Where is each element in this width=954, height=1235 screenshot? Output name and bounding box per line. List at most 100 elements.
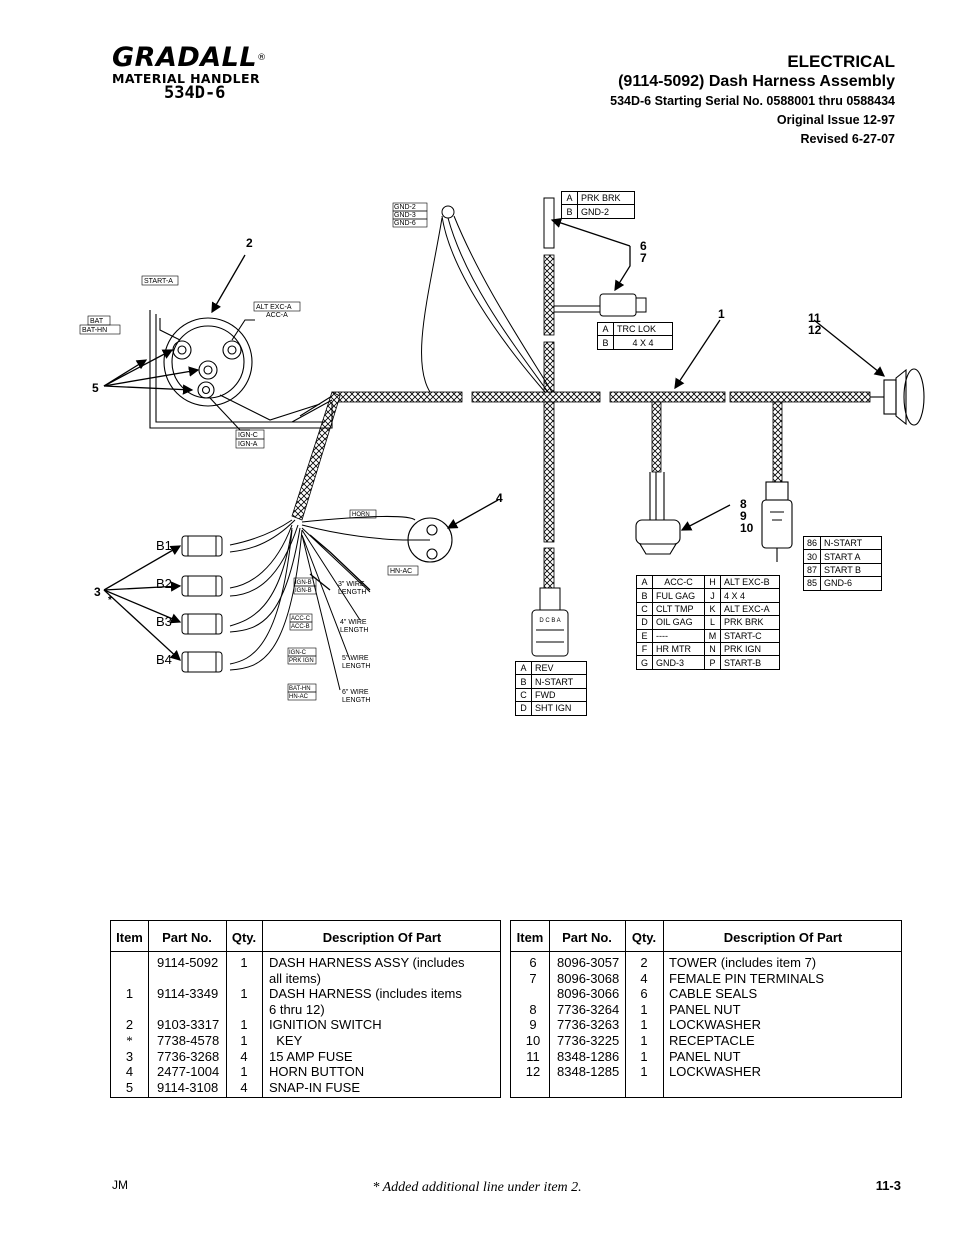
fuse-b2-label: B2	[156, 576, 172, 591]
page-header: ELECTRICAL (9114-5092) Dash Harness Asse…	[610, 52, 895, 149]
desc-cell: RECEPTACLE	[669, 1032, 755, 1048]
prk-ign-label: PRK IGN	[289, 658, 314, 664]
qty-cell: 1	[640, 1064, 648, 1080]
connector-pins-label: D C B A	[539, 618, 560, 624]
desc-cell: KEY	[269, 1032, 303, 1048]
callout-2: 2	[246, 236, 253, 250]
pin-key: E	[636, 628, 653, 643]
pin-value: OIL GAG	[652, 615, 705, 630]
pin-value: ----	[652, 628, 705, 643]
pin-value: 4 X 4	[613, 335, 673, 350]
pin-key: A	[597, 321, 614, 337]
part-cell: 8096-3066	[557, 986, 620, 1002]
callout-arrows	[103, 217, 886, 661]
len4-length: LENGTH	[340, 627, 368, 634]
pin-key: C	[515, 687, 532, 703]
pin-value: HR MTR	[652, 641, 705, 657]
harness-trunk	[291, 254, 871, 589]
item-cell: *	[126, 1032, 133, 1048]
gnd6-label: GND-6	[394, 220, 416, 227]
qty-cell: 4	[240, 1048, 248, 1064]
qty-cell: 1	[640, 1032, 648, 1048]
len5-label: 5" WIRE	[342, 655, 369, 662]
section-title: ELECTRICAL	[787, 52, 895, 71]
callout-7: 7	[640, 251, 647, 265]
start-a-label: START-A	[144, 278, 173, 285]
col-header-qty: Qty.	[231, 930, 257, 945]
pin-key: P	[704, 655, 721, 670]
col-header-part: Part No.	[162, 930, 212, 945]
desc-cell: LOCKWASHER	[669, 1064, 761, 1080]
harness-diagram: D C B A	[79, 197, 925, 704]
len6-label: 6" WIRE	[342, 689, 369, 696]
ignition-switch	[149, 310, 333, 431]
len5-length: LENGTH	[342, 663, 370, 670]
acc-b-label: ACC-B	[291, 624, 310, 630]
ground-ring	[421, 205, 553, 393]
part-cell: 7736-3268	[157, 1048, 220, 1064]
bat-label: BAT	[90, 318, 104, 325]
gnd2-label: GND-2	[394, 204, 416, 211]
pin-value: PRK IGN	[720, 641, 780, 657]
pin-key: 30	[802, 549, 822, 564]
page-number: 11-3	[875, 1178, 901, 1193]
len4-label: 4" WIRE	[340, 619, 367, 626]
pin-value: GND-6	[820, 576, 883, 591]
parts-table-right: Item Part No. Qty. Description Of Part 6…	[510, 920, 902, 1098]
col-header-item: Item	[516, 930, 544, 945]
callout-numbers: 2 5 3 * 4 6 7 1 11 12 8 9 10	[92, 236, 822, 606]
horn-label: HORN	[352, 512, 370, 518]
item-cell: 12	[525, 1064, 541, 1080]
revised-date: Revised 6-27-07	[800, 132, 895, 146]
desc-cell: TOWER (includes item 7)	[669, 955, 817, 970]
col-header-part: Part No.	[562, 930, 612, 945]
item-cell: 9	[529, 1017, 537, 1033]
bat-hn2-label: BAT-HN	[289, 686, 311, 692]
qty-cell: 1	[640, 1048, 648, 1064]
issue-date: Original Issue 12-97	[776, 113, 895, 127]
brand-subtitle: MATERIAL HANDLER	[112, 71, 260, 86]
pin-value: PRK BRK	[720, 615, 780, 630]
fuse-ids: B1 B2 B3 B4	[156, 538, 172, 667]
col-header-desc: Description Of Part	[322, 930, 442, 945]
pin-value: REV	[531, 660, 587, 676]
pin-key: B	[636, 588, 653, 603]
pin-key: N	[704, 641, 721, 657]
callout-9: 9	[740, 509, 747, 523]
desc-cell: DASH HARNESS ASSY (includes	[269, 955, 465, 970]
pin-value: SHT IGN	[531, 701, 587, 716]
ign-b-label: IGN-B	[295, 580, 312, 586]
pin-value: START B	[820, 562, 883, 578]
item-cell: 7	[529, 970, 537, 986]
pin-value: 4 X 4	[720, 588, 780, 603]
pin-key: B	[597, 335, 614, 350]
pin-key: 87	[802, 562, 822, 578]
acc-a-label: ACC-A	[266, 312, 288, 319]
ign-c2-label: IGN-C	[289, 650, 307, 656]
desc-cell: SNAP-IN FUSE	[269, 1079, 361, 1095]
pin-value: N-START	[820, 535, 883, 551]
pin-key: J	[704, 588, 721, 603]
item-cell: 2	[125, 1017, 134, 1033]
len3-label: 3" WIRE	[338, 581, 365, 588]
selector-connector: D C B A	[531, 587, 569, 657]
desc-cell: PANEL NUT	[669, 1001, 741, 1017]
desc-cell: all items)	[269, 970, 322, 986]
pin-key: L	[704, 615, 721, 630]
